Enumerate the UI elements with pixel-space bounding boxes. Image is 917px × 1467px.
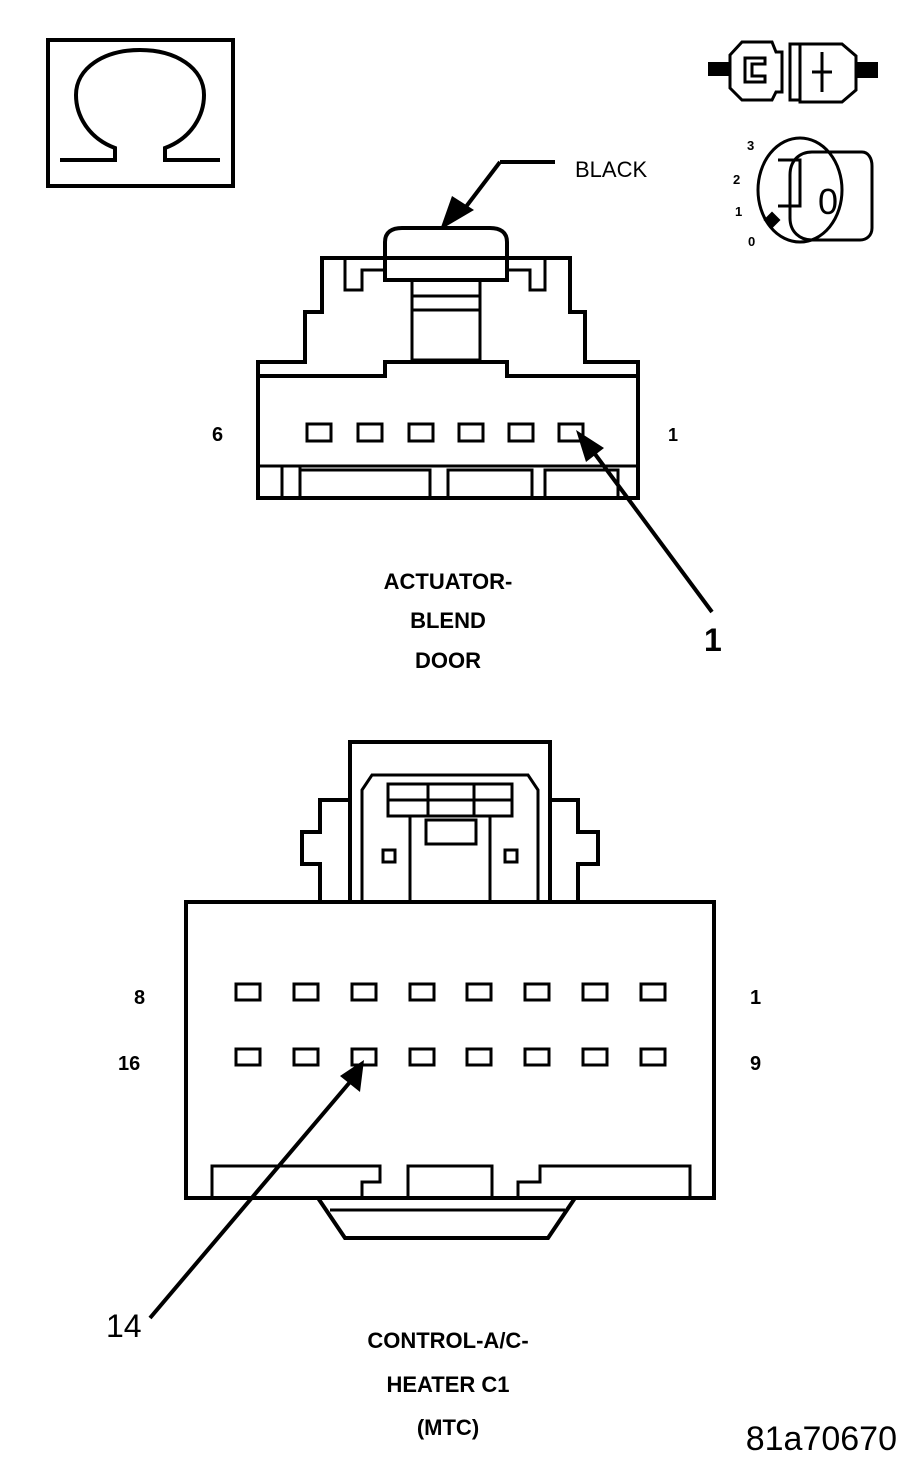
ignition-position-0: 0 — [748, 234, 755, 249]
ignition-key-label: 0 — [818, 181, 838, 222]
control-title-line-2: HEATER C1 — [386, 1372, 509, 1397]
control-ac-heater-c1-connector — [148, 740, 716, 1320]
ignition-position-2: 2 — [733, 172, 740, 187]
bottom-pin-1-label: 1 — [750, 987, 761, 1009]
actuator-blend-door-connector — [256, 160, 714, 614]
bottom-pin-8-label: 8 — [134, 987, 145, 1009]
control-title-line-3: (MTC) — [417, 1415, 479, 1440]
top-pin-6-label: 6 — [212, 424, 223, 446]
actuator-title-line-1: ACTUATOR- — [384, 569, 513, 594]
callout-14: 14 — [106, 1308, 142, 1344]
figure-id: 81a70670 — [746, 1420, 897, 1458]
callout-1: 1 — [704, 622, 722, 658]
actuator-title-line-3: DOOR — [415, 648, 481, 673]
control-title-line-1: CONTROL-A/C- — [367, 1328, 528, 1353]
actuator-title-line-2: BLEND — [410, 608, 486, 633]
ignition-key-off-icon: 3 2 1 0 0 — [733, 136, 874, 249]
black-color-label: BLACK — [575, 157, 647, 182]
top-pin-1-label: 1 — [668, 425, 678, 445]
bottom-pin-16-label: 16 — [118, 1053, 140, 1075]
ohm-icon — [46, 38, 235, 188]
bottom-pin-9-label: 9 — [750, 1053, 761, 1075]
ignition-position-3: 3 — [747, 138, 754, 153]
ignition-position-1: 1 — [735, 204, 742, 219]
connector-disconnected-icon — [708, 40, 878, 104]
